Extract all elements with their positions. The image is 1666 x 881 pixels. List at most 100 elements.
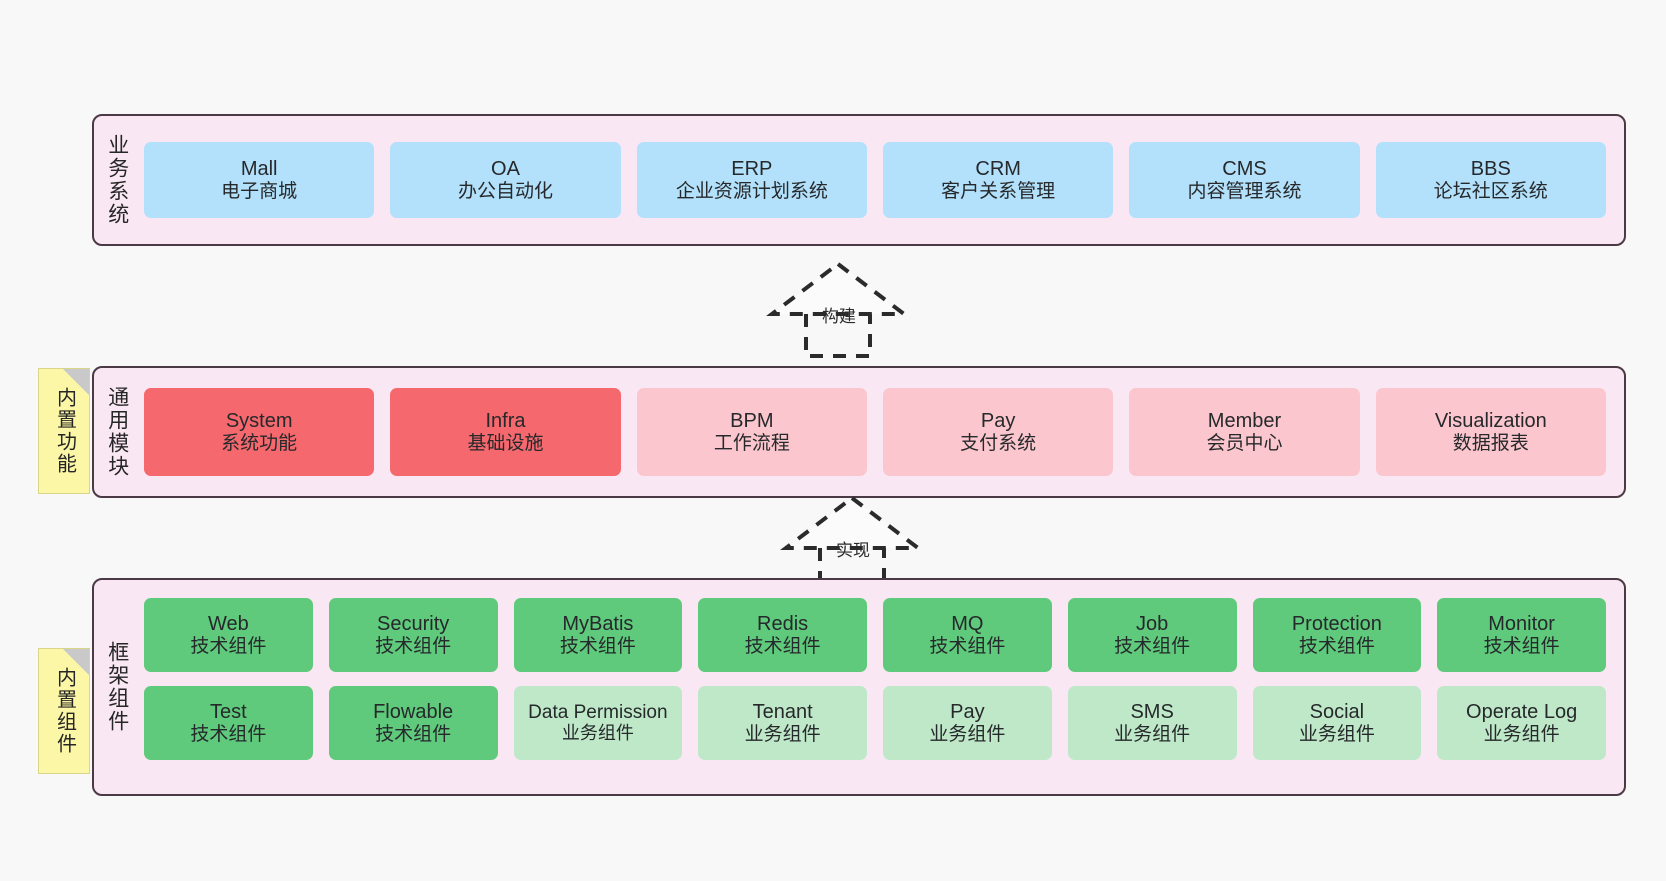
card-test-cn: 技术组件 — [190, 723, 267, 745]
connector-implement: 实现 — [772, 492, 932, 592]
card-redis-en: Redis — [757, 612, 809, 635]
card-data-permission-cn: 业务组件 — [561, 722, 634, 743]
card-crm-cn: 客户关系管理 — [941, 180, 1056, 202]
card-flowable[interactable]: Flowable 技术组件 — [328, 686, 498, 760]
card-infra[interactable]: Infra 基础设施 — [390, 388, 621, 476]
card-pay-module[interactable]: Pay 支付系统 — [882, 388, 1114, 476]
card-oa-cn: 办公自动化 — [457, 180, 553, 202]
card-bpm-cn: 工作流程 — [713, 432, 790, 454]
connector-implement-label: 实现 — [836, 541, 870, 560]
card-system[interactable]: System 系统功能 — [144, 388, 375, 476]
card-security-en: Security — [377, 612, 450, 635]
card-oa-en: OA — [491, 157, 520, 180]
card-protection-en: Protection — [1291, 612, 1382, 635]
card-monitor[interactable]: Monitor 技术组件 — [1437, 598, 1606, 672]
card-web[interactable]: Web 技术组件 — [144, 598, 313, 672]
card-sms-cn: 业务组件 — [1114, 723, 1191, 745]
section-framework-component-label: 框架组件 — [105, 641, 129, 733]
card-pay-component[interactable]: Pay 业务组件 — [883, 686, 1052, 760]
card-bpm-en: BPM — [730, 409, 774, 432]
card-monitor-cn: 技术组件 — [1483, 635, 1560, 657]
card-protection[interactable]: Protection 技术组件 — [1252, 598, 1422, 672]
card-protection-cn: 技术组件 — [1298, 635, 1375, 657]
framework-row-technical: Web 技术组件 Security 技术组件 MyBatis 技术组件 Redi… — [144, 598, 1606, 672]
card-visualization-en: Visualization — [1434, 409, 1547, 432]
card-bpm[interactable]: BPM 工作流程 — [636, 388, 867, 476]
card-mybatis[interactable]: MyBatis 技术组件 — [513, 598, 683, 672]
card-erp[interactable]: ERP 企业资源计划系统 — [636, 142, 867, 218]
card-operate-log[interactable]: Operate Log 业务组件 — [1437, 686, 1606, 760]
card-social-cn: 业务组件 — [1298, 723, 1375, 745]
card-mybatis-cn: 技术组件 — [559, 635, 636, 657]
framework-component-grid: Web 技术组件 Security 技术组件 MyBatis 技术组件 Redi… — [140, 580, 1624, 794]
card-system-cn: 系统功能 — [221, 432, 298, 454]
connector-build-arrow-icon — [766, 261, 910, 358]
card-flowable-en: Flowable — [373, 700, 454, 723]
card-visualization[interactable]: Visualization 数据报表 — [1375, 388, 1606, 476]
card-pay-module-en: Pay — [980, 409, 1016, 432]
business-system-card-row: Mall 电子商城 OA 办公自动化 ERP 企业资源计划系统 CRM 客户关系… — [140, 116, 1624, 244]
card-oa[interactable]: OA 办公自动化 — [390, 142, 621, 218]
note-builtin-component-label: 内置组件 — [53, 667, 76, 755]
card-mq-cn: 技术组件 — [929, 635, 1006, 657]
section-framework-component: 框架组件 Web 技术组件 Security 技术组件 MyBatis 技术组件… — [92, 578, 1626, 796]
common-module-card-row: System 系统功能 Infra 基础设施 BPM 工作流程 Pay 支付系统… — [140, 368, 1624, 496]
card-bbs-cn: 论坛社区系统 — [1433, 180, 1548, 202]
card-security-cn: 技术组件 — [375, 635, 452, 657]
card-job[interactable]: Job 技术组件 — [1067, 598, 1237, 672]
card-bbs-en: BBS — [1470, 157, 1511, 180]
card-crm[interactable]: CRM 客户关系管理 — [882, 142, 1114, 218]
note-fold-corner-icon — [63, 369, 89, 395]
card-mall-en: Mall — [240, 157, 278, 180]
card-redis[interactable]: Redis 技术组件 — [698, 598, 867, 672]
card-data-permission[interactable]: Data Permission 业务组件 — [513, 686, 683, 760]
card-sms-en: SMS — [1130, 700, 1174, 723]
card-tenant[interactable]: Tenant 业务组件 — [698, 686, 867, 760]
card-crm-en: CRM — [975, 157, 1021, 180]
connector-build-label: 构建 — [822, 307, 856, 326]
card-member-en: Member — [1207, 409, 1282, 432]
card-social[interactable]: Social 业务组件 — [1252, 686, 1422, 760]
card-infra-en: Infra — [485, 409, 526, 432]
card-mybatis-en: MyBatis — [562, 612, 634, 635]
card-sms[interactable]: SMS 业务组件 — [1067, 686, 1237, 760]
card-operate-log-en: Operate Log — [1466, 700, 1578, 723]
card-social-en: Social — [1309, 700, 1365, 723]
card-cms[interactable]: CMS 内容管理系统 — [1129, 142, 1360, 218]
note-builtin-feature: 内置功能 — [38, 368, 90, 494]
card-operate-log-cn: 业务组件 — [1483, 723, 1560, 745]
card-test[interactable]: Test 技术组件 — [144, 686, 313, 760]
card-system-en: System — [225, 409, 293, 432]
card-job-en: Job — [1136, 612, 1169, 635]
card-web-en: Web — [207, 612, 249, 635]
note-fold-corner-icon — [63, 649, 89, 675]
framework-row-business: Test 技术组件 Flowable 技术组件 Data Permission … — [144, 686, 1606, 760]
card-data-permission-en: Data Permission — [528, 701, 668, 723]
card-redis-cn: 技术组件 — [744, 635, 821, 657]
card-bbs[interactable]: BBS 论坛社区系统 — [1375, 142, 1606, 218]
card-mq[interactable]: MQ 技术组件 — [883, 598, 1052, 672]
section-business-system: 业务系统 Mall 电子商城 OA 办公自动化 ERP 企业资源计划系统 CRM… — [92, 114, 1626, 246]
section-common-module-label: 通用模块 — [105, 386, 129, 478]
card-infra-cn: 基础设施 — [467, 432, 544, 454]
card-member[interactable]: Member 会员中心 — [1129, 388, 1360, 476]
card-cms-en: CMS — [1222, 157, 1267, 180]
card-monitor-en: Monitor — [1488, 612, 1555, 635]
card-job-cn: 技术组件 — [1114, 635, 1191, 657]
note-builtin-feature-label: 内置功能 — [53, 387, 76, 475]
card-security[interactable]: Security 技术组件 — [328, 598, 498, 672]
note-builtin-component: 内置组件 — [38, 648, 90, 774]
card-cms-cn: 内容管理系统 — [1187, 180, 1302, 202]
card-web-cn: 技术组件 — [190, 635, 267, 657]
card-mall-cn: 电子商城 — [221, 180, 298, 202]
card-pay-component-cn: 业务组件 — [929, 723, 1006, 745]
card-mq-en: MQ — [951, 612, 984, 635]
card-pay-module-cn: 支付系统 — [960, 432, 1037, 454]
card-test-en: Test — [210, 700, 247, 723]
card-flowable-cn: 技术组件 — [375, 723, 452, 745]
card-pay-component-en: Pay — [950, 700, 985, 723]
card-visualization-cn: 数据报表 — [1452, 432, 1529, 454]
card-mall[interactable]: Mall 电子商城 — [144, 142, 375, 218]
card-member-cn: 会员中心 — [1206, 432, 1283, 454]
